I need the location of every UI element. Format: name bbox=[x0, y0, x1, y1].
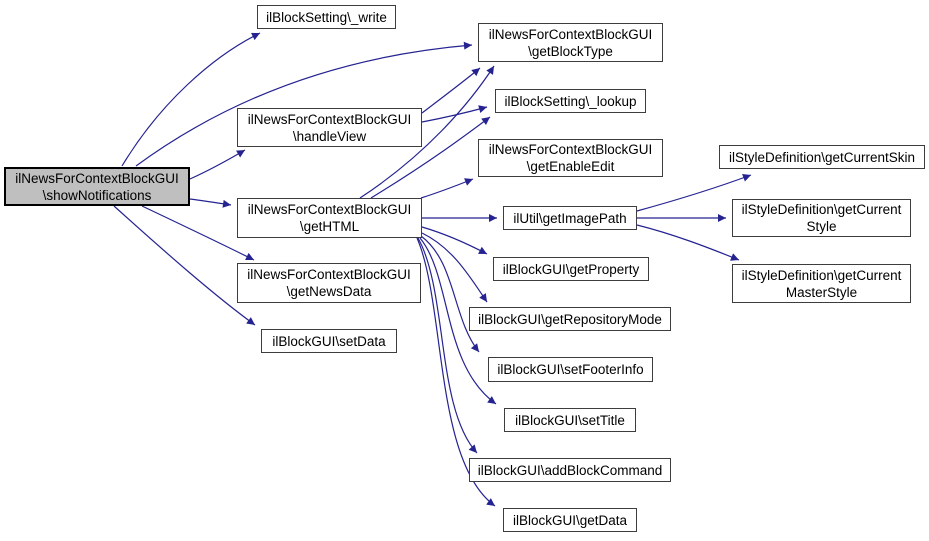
node-label: ilStyleDefinition\getCurrent bbox=[741, 267, 902, 283]
node-label: Style bbox=[806, 219, 837, 234]
edge-gethtml-lookup bbox=[370, 116, 491, 199]
node-label: ilBlockGUI\getData bbox=[512, 512, 628, 528]
node-label: ilNewsForContextBlockGUI bbox=[15, 170, 179, 186]
node-settitle[interactable]: ilBlockGUI\setTitle bbox=[504, 408, 636, 432]
edge-handleview-getblocktype bbox=[421, 67, 481, 114]
node-label: \showNotifications bbox=[42, 187, 152, 203]
node-label: ilBlockGUI\setFooterInfo bbox=[497, 362, 644, 377]
node-getblocktype[interactable]: ilNewsForContextBlockGUI \getBlockType bbox=[478, 23, 663, 62]
edge-gethtml-setfooterinfo bbox=[420, 235, 480, 353]
node-label: ilBlockGUI\setData bbox=[272, 333, 386, 349]
edge-gethtml-getproperty bbox=[421, 226, 488, 255]
node-label: \getHTML bbox=[299, 219, 360, 234]
edge-shownotifications-handleview bbox=[189, 149, 246, 180]
edge-gethtml-getdata bbox=[416, 237, 496, 507]
edge-shownotifications-setdata bbox=[113, 205, 256, 326]
edge-shownotifications-gethtml bbox=[189, 198, 232, 208]
node-label: ilBlockSetting\_lookup bbox=[504, 93, 637, 109]
edge-gethtml-getrepositorymode bbox=[421, 232, 488, 303]
node-label: \getBlockType bbox=[528, 43, 613, 59]
edge-shownotifications-getnewsdata bbox=[141, 205, 255, 261]
edge-getimagepath-getcurrentmasterstyle bbox=[636, 224, 740, 261]
edge-gethtml-addblockcommand bbox=[417, 237, 478, 454]
node-label: MasterStyle bbox=[785, 284, 858, 300]
node-lookup[interactable]: ilBlockSetting\_lookup bbox=[495, 89, 646, 113]
edge-shownotifications-write bbox=[121, 32, 261, 167]
node-getproperty[interactable]: ilBlockGUI\getProperty bbox=[493, 257, 649, 281]
node-getcurrentskin[interactable]: ilStyleDefinition\getCurrentSkin bbox=[719, 145, 925, 169]
node-getnewsdata[interactable]: ilNewsForContextBlockGUI \getNewsData bbox=[237, 263, 421, 303]
node-getenableedit[interactable]: ilNewsForContextBlockGUI \getEnableEdit bbox=[478, 139, 663, 177]
node-getdata[interactable]: ilBlockGUI\getData bbox=[503, 508, 637, 532]
node-write[interactable]: ilBlockSetting\_write bbox=[257, 5, 396, 29]
node-getrepositorymode[interactable]: ilBlockGUI\getRepositoryMode bbox=[469, 307, 671, 331]
node-label: ilNewsForContextBlockGUI bbox=[247, 111, 412, 127]
edge-gethtml-settitle bbox=[419, 237, 497, 405]
edge-gethtml-getenableedit bbox=[420, 178, 474, 199]
node-label: ilNewsForContextBlockGUI bbox=[247, 202, 412, 217]
node-shownotifications: ilNewsForContextBlockGUI \showNotificati… bbox=[4, 167, 190, 206]
node-label: \getNewsData bbox=[286, 284, 372, 299]
node-label: \handleView bbox=[292, 128, 367, 144]
node-label: ilNewsForContextBlockGUI bbox=[488, 26, 653, 42]
node-handleview[interactable]: ilNewsForContextBlockGUI \handleView bbox=[237, 108, 422, 147]
node-getcurrentstyle[interactable]: ilStyleDefinition\getCurrent Style bbox=[732, 199, 911, 237]
edge-getimagepath-getcurrentskin bbox=[636, 174, 752, 212]
edge-handleview-lookup bbox=[421, 105, 488, 123]
node-label: ilStyleDefinition\getCurrentSkin bbox=[728, 149, 916, 165]
node-label: ilBlockGUI\getRepositoryMode bbox=[478, 311, 662, 327]
node-label: \getEnableEdit bbox=[526, 159, 615, 174]
node-label: ilBlockGUI\setTitle bbox=[515, 412, 625, 428]
node-label: ilStyleDefinition\getCurrent bbox=[741, 202, 902, 217]
edge-gethtml-getblocktype bbox=[359, 65, 495, 199]
node-gethtml[interactable]: ilNewsForContextBlockGUI \getHTML bbox=[237, 198, 422, 238]
node-addblockcommand[interactable]: ilBlockGUI\addBlockCommand bbox=[469, 458, 671, 482]
node-label: ilBlockSetting\_write bbox=[266, 9, 387, 25]
node-getimagepath[interactable]: ilUtil\getImagePath bbox=[503, 206, 637, 230]
node-label: ilUtil\getImagePath bbox=[513, 210, 627, 226]
node-setfooterinfo[interactable]: ilBlockGUI\setFooterInfo bbox=[488, 357, 653, 382]
node-label: ilBlockGUI\getProperty bbox=[502, 261, 640, 277]
node-getcurrentmasterstyle[interactable]: ilStyleDefinition\getCurrent MasterStyle bbox=[732, 264, 911, 303]
node-setdata[interactable]: ilBlockGUI\setData bbox=[261, 329, 397, 353]
edge-shownotifications-getblocktype bbox=[135, 41, 473, 167]
node-label: ilNewsForContextBlockGUI bbox=[488, 142, 653, 157]
node-label: ilBlockGUI\addBlockCommand bbox=[477, 462, 663, 478]
node-label: ilNewsForContextBlockGUI bbox=[247, 267, 411, 282]
